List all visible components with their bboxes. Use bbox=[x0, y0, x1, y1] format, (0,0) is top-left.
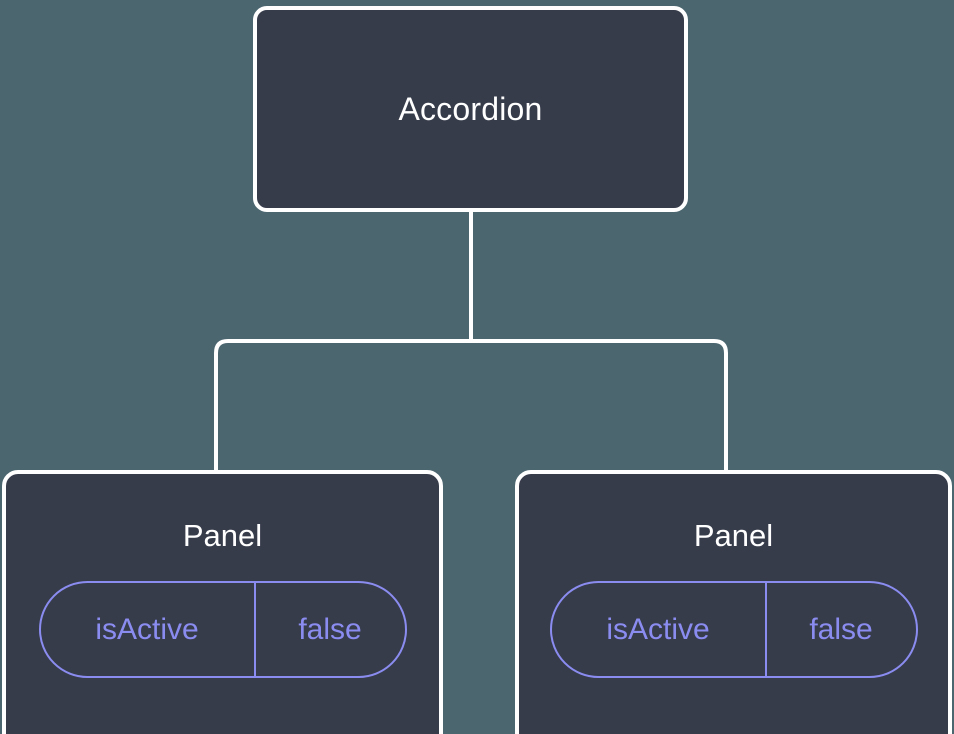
state-pill[interactable]: isActive false bbox=[38, 581, 407, 678]
node-title: Accordion bbox=[398, 91, 543, 127]
state-value: false bbox=[809, 612, 873, 646]
node-title: Panel bbox=[693, 518, 774, 553]
component-node-accordion[interactable]: Accordion bbox=[253, 6, 688, 212]
connector-branch-left bbox=[214, 339, 471, 474]
state-key: isActive bbox=[41, 583, 256, 676]
component-node-panel-1[interactable]: Panel isActive false bbox=[2, 470, 443, 734]
state-pill[interactable]: isActive false bbox=[549, 581, 918, 678]
connector-branch-right bbox=[471, 339, 728, 474]
state-value: false bbox=[298, 612, 362, 646]
component-node-panel-2[interactable]: Panel isActive false bbox=[515, 470, 952, 734]
node-title: Panel bbox=[182, 518, 263, 553]
state-key: isActive bbox=[552, 583, 767, 676]
